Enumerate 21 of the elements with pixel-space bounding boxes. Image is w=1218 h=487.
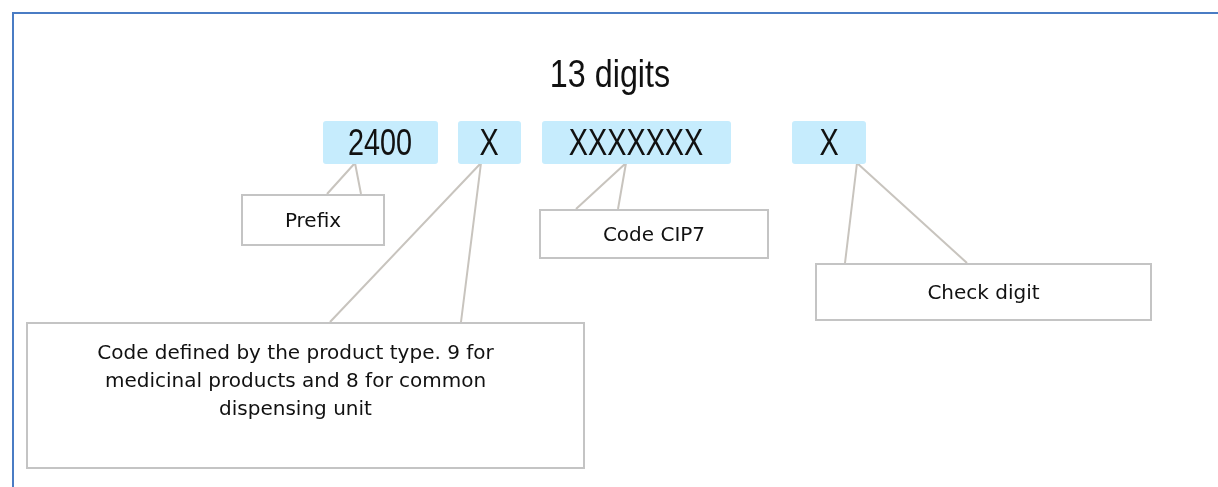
callout-box [815, 263, 1152, 321]
leader-line [844, 162, 968, 264]
callout-text: Code defined by the product type. 9 for medicinal products and 8 for common dispensing unit [96, 339, 495, 422]
callout-box [241, 194, 385, 246]
callout-text: Check digit [927, 279, 1040, 306]
callout-text: Code CIP7 [602, 221, 706, 248]
digit-text: 2400 [348, 122, 413, 163]
leader-line [575, 162, 627, 210]
leader-line [326, 162, 362, 195]
digit-text: XXXXXXX [569, 122, 704, 163]
digit-group [323, 121, 438, 164]
callout-box [26, 322, 585, 469]
digit-text: X [819, 122, 839, 163]
title: 13 digits [548, 52, 672, 96]
digit-text: X [479, 122, 500, 163]
callout-box [539, 209, 769, 259]
digit-group [792, 121, 866, 164]
digit-group [542, 121, 731, 164]
leader-line [329, 162, 482, 323]
digit-group [458, 121, 521, 164]
callout-text: Prefix [284, 207, 342, 234]
